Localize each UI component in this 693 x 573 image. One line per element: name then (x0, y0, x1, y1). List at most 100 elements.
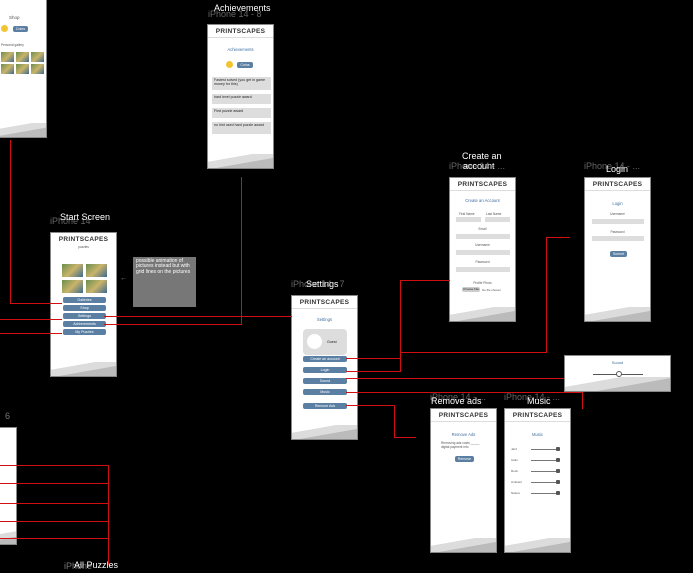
guest-card: Guest (303, 329, 347, 355)
logo: PRINTSCAPES (457, 181, 508, 188)
last-name-field[interactable] (485, 217, 510, 222)
settings-frame[interactable]: PRINTSCAPES Settings Guest Create an acc… (291, 295, 358, 440)
coin-icon (1, 25, 8, 32)
music-track-row[interactable]: Calm (511, 458, 566, 463)
sound-button[interactable]: Sound (303, 378, 347, 384)
music-track-row[interactable]: Nature (511, 491, 566, 496)
start-screen-frame[interactable]: PRINTSCAPES puzzles Galleries Shop Setti… (50, 232, 117, 377)
sound-slider-knob[interactable] (616, 371, 622, 377)
gallery-thumb[interactable] (31, 64, 44, 74)
galleries-button[interactable]: Galleries (63, 297, 106, 303)
username-label: Username (610, 212, 625, 216)
music-track-row[interactable]: Jazz (511, 447, 566, 452)
music-track-row[interactable]: Rock (511, 469, 566, 474)
login-heading: Login (612, 201, 623, 206)
achievement-item: Fastest solved (you get in game money fo… (212, 77, 271, 90)
username-field[interactable] (592, 219, 644, 224)
logo: PRINTSCAPES (592, 181, 643, 188)
logo: PRINTSCAPES (299, 299, 350, 306)
wire (0, 333, 62, 334)
create-title-line2: account (463, 161, 495, 171)
start-ghost-title: iPhone 14 (50, 216, 91, 226)
track-slider[interactable] (531, 460, 560, 461)
wire (0, 503, 108, 504)
track-label: Ambient (511, 480, 523, 484)
wire (0, 465, 108, 466)
music-heading: Music (532, 432, 543, 437)
remove-ads-button[interactable]: Remove Ads (303, 403, 347, 409)
header-divider (505, 421, 570, 422)
achievement-item: First puzzle award (212, 108, 271, 118)
track-label: Calm (511, 458, 519, 462)
wire (10, 140, 11, 303)
shop-coins-button[interactable]: Coins (13, 26, 28, 32)
remove-ads-cost: Removing ads costs _____ (441, 441, 480, 445)
username-field[interactable] (456, 250, 510, 255)
track-toggle[interactable] (556, 480, 560, 484)
settings-button[interactable]: Settings (63, 313, 106, 319)
achievement-item: hard level puzzle award (212, 94, 271, 104)
wire (546, 237, 547, 353)
wire (400, 280, 450, 281)
track-label: Nature (511, 491, 521, 495)
wire (346, 405, 394, 406)
password-field[interactable] (456, 267, 510, 272)
remove-ads-title: Remove ads (431, 396, 482, 406)
track-toggle[interactable] (556, 469, 560, 473)
track-slider[interactable] (531, 471, 560, 472)
remove-ads-frame[interactable]: PRINTSCAPES Remove Ads Removing ads cost… (430, 408, 497, 553)
gallery-thumb[interactable] (1, 52, 14, 62)
track-toggle[interactable] (556, 491, 560, 495)
track-slider[interactable] (531, 482, 560, 483)
wire (346, 358, 400, 359)
track-toggle[interactable] (556, 458, 560, 462)
wire (400, 280, 401, 359)
email-field[interactable] (456, 234, 510, 239)
design-note: possible animation of pictures instead b… (133, 257, 196, 307)
password-label: Password (475, 260, 490, 264)
achievements-frame[interactable]: PRINTSCAPES Achievements Coins Fastest s… (207, 24, 274, 169)
email-label: Email (478, 227, 487, 231)
achievement-item: no hint used hard puzzle award (212, 122, 271, 134)
track-toggle[interactable] (556, 447, 560, 451)
create-account-frame[interactable]: PRINTSCAPES Create an Account First Name… (449, 177, 516, 322)
start-title: Start Screen (60, 212, 111, 222)
arrow-icon: ← (120, 275, 127, 282)
login-button[interactable]: Login (303, 367, 347, 373)
sound-panel[interactable]: Sound (564, 355, 671, 392)
gallery-thumb[interactable] (1, 64, 14, 74)
my-puzzles-button[interactable]: My Puzzles (63, 329, 106, 335)
achievements-button[interactable]: Achievements (63, 321, 106, 327)
login-frame[interactable]: PRINTSCAPES Login Username Password Subm… (584, 177, 651, 322)
gallery-thumb[interactable] (16, 64, 29, 74)
wire (394, 437, 416, 438)
create-ghost-title: iPhone 14 - ... (449, 161, 506, 171)
music-button[interactable]: Music (303, 389, 347, 395)
settings-heading: Settings (316, 317, 333, 322)
music-track-row[interactable]: Ambient (511, 480, 566, 485)
wire (346, 378, 564, 379)
start-subtitle: puzzles (78, 245, 89, 249)
wire (104, 324, 242, 325)
coins-button[interactable]: Coins (237, 62, 253, 68)
track-slider[interactable] (531, 493, 560, 494)
avatar (307, 334, 322, 349)
password-label: Password (610, 230, 625, 234)
header-divider (450, 190, 515, 191)
track-slider[interactable] (531, 449, 560, 450)
logo: PRINTSCAPES (438, 412, 489, 419)
gallery-thumb[interactable] (31, 52, 44, 62)
wire (241, 177, 242, 324)
submit-button[interactable]: Submit (610, 251, 627, 257)
preview-image (62, 280, 83, 293)
gallery-thumb[interactable] (16, 52, 29, 62)
shop-button[interactable]: Shop (63, 305, 106, 311)
wire (0, 538, 108, 539)
first-name-field[interactable] (456, 217, 481, 222)
create-account-button[interactable]: Create an account (303, 356, 347, 362)
music-frame[interactable]: PRINTSCAPES Music Jazz Calm Rock Ambient… (504, 408, 571, 553)
login-title: Login (606, 164, 629, 174)
password-field[interactable] (592, 236, 644, 241)
choose-file-button[interactable]: Choose File (462, 287, 480, 292)
remove-button[interactable]: Remove (455, 456, 474, 462)
